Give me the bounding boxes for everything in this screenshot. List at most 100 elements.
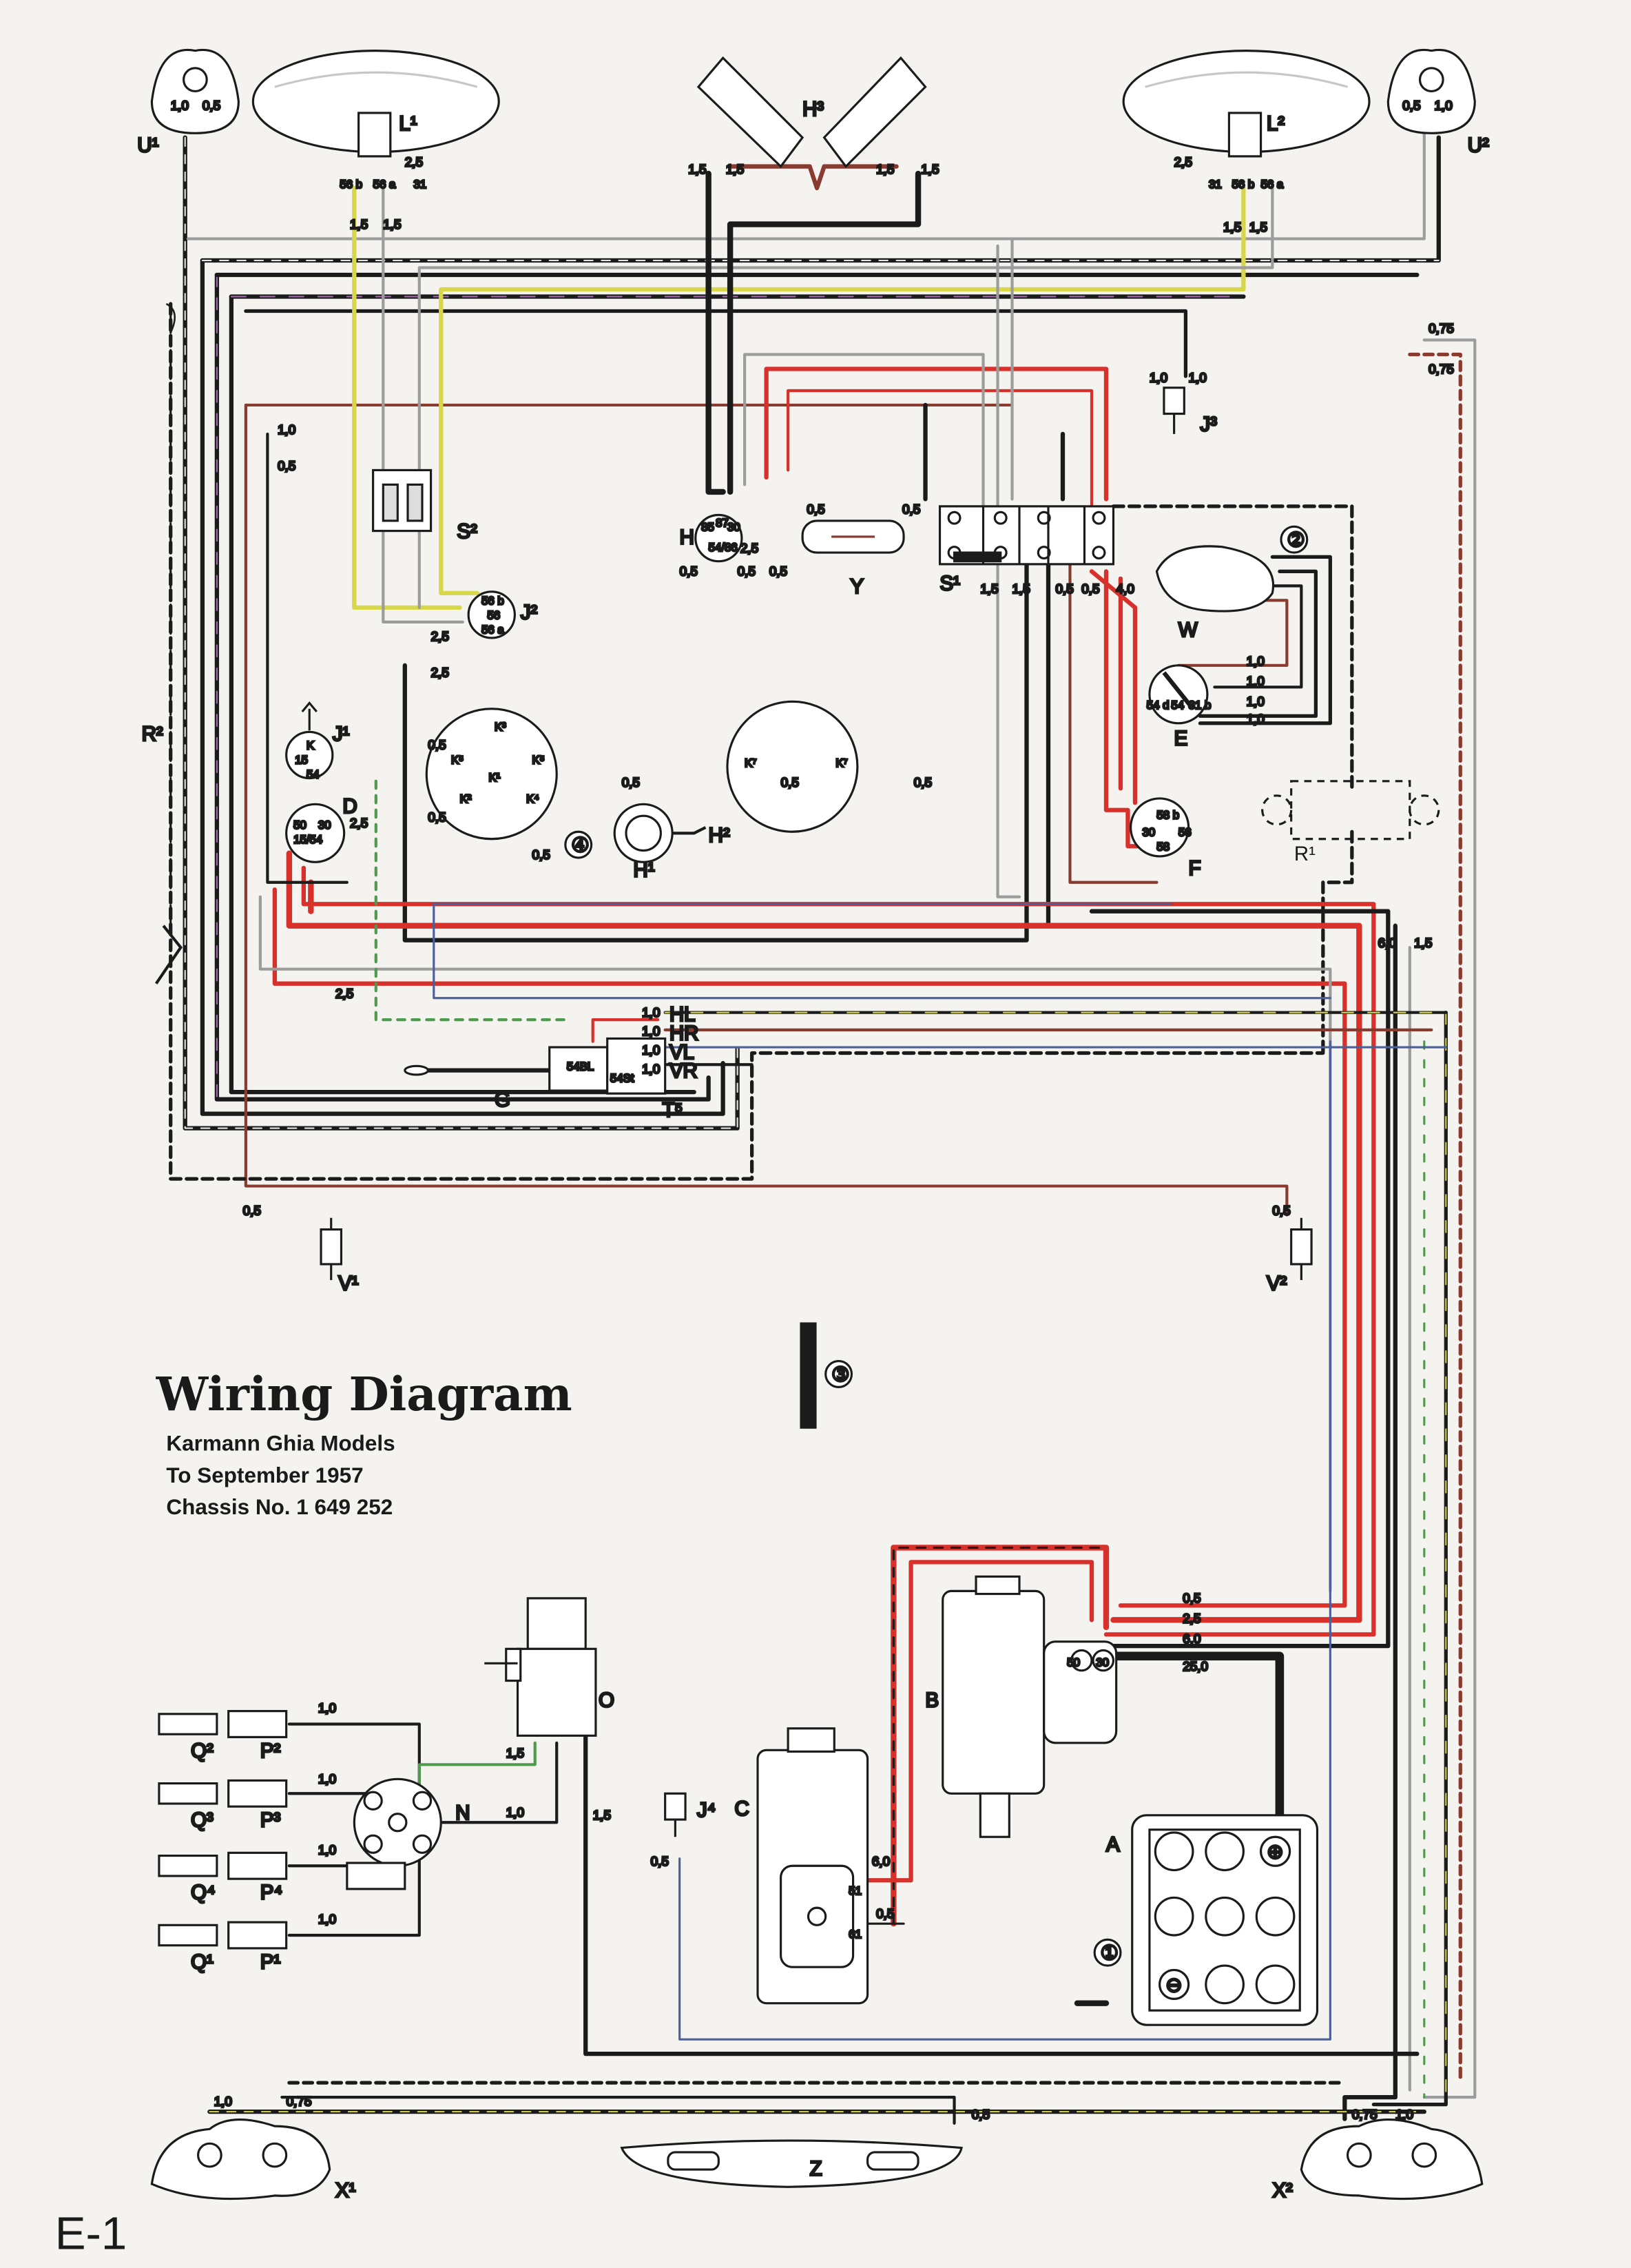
horn-ring: H¹ H² 0,5: [613, 775, 731, 883]
component-label-G: G: [495, 1089, 510, 1111]
component-label-P1: P¹: [260, 1950, 281, 1973]
wiper-motor: W: [1155, 545, 1275, 642]
spark-plugs: Q² P² Q³ P³ Q⁴ P⁴ Q¹ P¹: [158, 1710, 288, 1975]
gauge-label: 1,0: [642, 1062, 660, 1077]
ignition-switch: K 15 54 J¹: [285, 701, 351, 782]
terminal-label: 54BL: [567, 1060, 594, 1073]
gauge-label: 6,0: [1183, 1632, 1201, 1647]
terminal-label: 30: [727, 521, 740, 534]
diagram-title: Wiring Diagram: [156, 1367, 572, 1421]
component-label-J2: J²: [521, 601, 538, 624]
gauge-label: 0,5: [972, 2108, 990, 2123]
rear-wires: [207, 2081, 1426, 2125]
component-label-H2: H²: [709, 824, 730, 847]
component-label-W: W: [1178, 619, 1198, 641]
component-label-H: H: [680, 526, 694, 548]
component-label-S2: S²: [457, 520, 477, 543]
component-label-Q2: Q²: [191, 1740, 214, 1762]
gauge-label: 0,75: [1429, 322, 1454, 336]
gauge-label: 0,5: [1272, 1204, 1290, 1219]
indicator-K1: K¹: [489, 771, 501, 784]
gauge-label: 0,5: [278, 459, 295, 473]
gauge-label: 0,5: [651, 1855, 669, 1869]
component-label-V2: V²: [1267, 1272, 1287, 1295]
indicator-K7b: K⁷: [835, 756, 847, 770]
gauge-label: 0,5: [781, 776, 799, 790]
battery-runs: [258, 432, 1448, 2121]
gauge-label: 1,0: [642, 1024, 660, 1039]
gauge-label: 1,0: [1434, 99, 1452, 114]
gauge-label: 2,5: [740, 542, 758, 556]
component-label-Y: Y: [850, 575, 864, 598]
gauge-label: 1,5: [921, 163, 939, 177]
component-label-V1: V¹: [338, 1272, 359, 1295]
gauge-label: 1,0: [1247, 674, 1265, 689]
flasher-relay: 58 b 30 56 58 F 6,0 1,5: [1130, 797, 1433, 952]
dimmer-switch: 56 b 56 56 a J² 2,5 2,5: [430, 590, 539, 681]
component-label-X2: X²: [1272, 2179, 1293, 2202]
gauge-label: 0,5: [243, 1204, 261, 1219]
component-label-N: N: [455, 1802, 470, 1824]
subtitle-line-2: To September 1957: [166, 1463, 363, 1487]
terminal-label: 54 d: [1147, 699, 1170, 712]
indicator-K5: K⁵: [451, 754, 464, 767]
component-label-P3: P³: [260, 1809, 281, 1832]
marker-4: ④: [571, 834, 589, 857]
component-label-F: F: [1189, 857, 1201, 880]
terminal-label: 30: [1142, 826, 1155, 839]
component-label-Q4: Q⁴: [191, 1882, 215, 1904]
component-label-Q3: Q³: [191, 1809, 214, 1832]
gauge-label: 0,5: [1055, 582, 1073, 597]
terminal-label: 87: [716, 516, 729, 529]
indicator-K4: K⁴: [526, 792, 539, 805]
gauge-label: 1,0: [1150, 371, 1167, 385]
terminal-label: 56: [1178, 826, 1192, 839]
gauge-label: 0,75: [287, 2095, 312, 2110]
gauge-label: 6,0: [1378, 936, 1396, 951]
horns: H³ 1,5 1,5 1,5 1,5: [687, 56, 940, 178]
terminal-HL: HL: [669, 1003, 696, 1026]
terminal-label: 54: [1171, 699, 1184, 712]
central-red-feeds: [743, 237, 1354, 1055]
component-label-P2: P²: [260, 1740, 281, 1762]
gauge-label: 2,5: [1183, 1612, 1201, 1627]
component-label-P4: P⁴: [260, 1882, 282, 1904]
dimmer-fuse-box: S² 1,0 0,5 1,5 1,5: [276, 216, 478, 544]
headlamp-feeds: [352, 185, 1274, 623]
gauge-label: 4,0: [1116, 582, 1134, 597]
component-label-J3: J³: [1200, 413, 1217, 436]
gauge-label: 0,75: [1429, 362, 1454, 377]
gauge-label: 0,5: [902, 502, 920, 517]
terminal-label: 56 a: [1261, 178, 1284, 191]
terminal-label: 50: [293, 818, 307, 832]
gauge-label: 1,5: [1249, 220, 1267, 235]
terminal-label: 30: [318, 818, 331, 832]
oil-pressure-switch: J⁴ 0,5: [650, 1792, 717, 1870]
battery-positive: ⊕: [1267, 1841, 1284, 1864]
gauge-label: 0,5: [428, 739, 446, 753]
gauge-label: 1,5: [350, 218, 368, 232]
gauge-label: 0,5: [807, 502, 824, 517]
horn-relay: 85 87 30 54/86 H 0,5 0,5 2,5 0,5: [678, 513, 789, 580]
gauge-label: 1,0: [1247, 654, 1265, 669]
gauge-label: 0,5: [622, 776, 640, 790]
subtitle-line-3: Chassis No. 1 649 252: [166, 1495, 393, 1519]
component-label-B: B: [926, 1689, 939, 1711]
terminal-label: 58: [1156, 841, 1170, 854]
gauge-label: 1,5: [980, 582, 998, 597]
ground-strap: ③: [800, 1322, 853, 1429]
gauge-label: 0,5: [914, 776, 932, 790]
interior-light: 0,5 0,5 Y: [801, 502, 922, 599]
terminal-label: K: [307, 739, 314, 752]
terminal-label: 31: [1209, 178, 1222, 191]
indicator-K3: K³: [495, 720, 506, 733]
door-switch-left: 0,5 V¹: [242, 1203, 360, 1296]
license-plate-light: Z 0,5: [620, 2107, 991, 2188]
marker-1: ①: [1101, 1942, 1119, 1965]
terminal-label: 54: [307, 768, 320, 781]
component-label-A: A: [1106, 1833, 1120, 1856]
terminal-label: 56 a: [373, 178, 396, 191]
gauge-label: 1,0: [1189, 371, 1207, 385]
ignition-wires: [287, 1040, 1420, 2056]
terminal-label: 56 b: [1232, 178, 1255, 191]
